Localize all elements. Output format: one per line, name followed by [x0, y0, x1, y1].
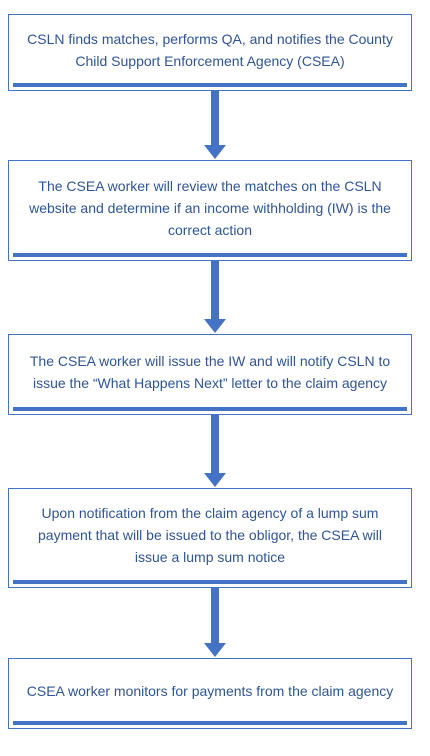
down-arrow-2 — [200, 261, 230, 334]
step-text-5: CSEA worker monitors for payments from t… — [26, 682, 394, 699]
step-box-4: Upon notification from the claim agency … — [8, 488, 412, 588]
step-text-3: The CSEA worker will issue the IW and wi… — [29, 352, 391, 391]
step-text-1: CSLN finds matches, performs QA, and not… — [27, 30, 393, 69]
down-arrow-3 — [200, 415, 230, 488]
step-text-2: The CSEA worker will review the matches … — [29, 177, 391, 238]
step-box-3: The CSEA worker will issue the IW and wi… — [8, 334, 412, 415]
down-arrow-icon — [204, 588, 226, 657]
down-arrow-icon — [204, 261, 226, 333]
step-box-1: CSLN finds matches, performs QA, and not… — [8, 14, 412, 91]
step-text-4: Upon notification from the claim agency … — [38, 505, 382, 565]
step-box-2: The CSEA worker will review the matches … — [8, 160, 412, 261]
down-arrow-icon — [204, 415, 226, 487]
step-box-5: CSEA worker monitors for payments from t… — [8, 658, 412, 729]
down-arrow-1 — [200, 91, 230, 160]
down-arrow-icon — [204, 91, 226, 159]
down-arrow-4 — [200, 588, 230, 658]
